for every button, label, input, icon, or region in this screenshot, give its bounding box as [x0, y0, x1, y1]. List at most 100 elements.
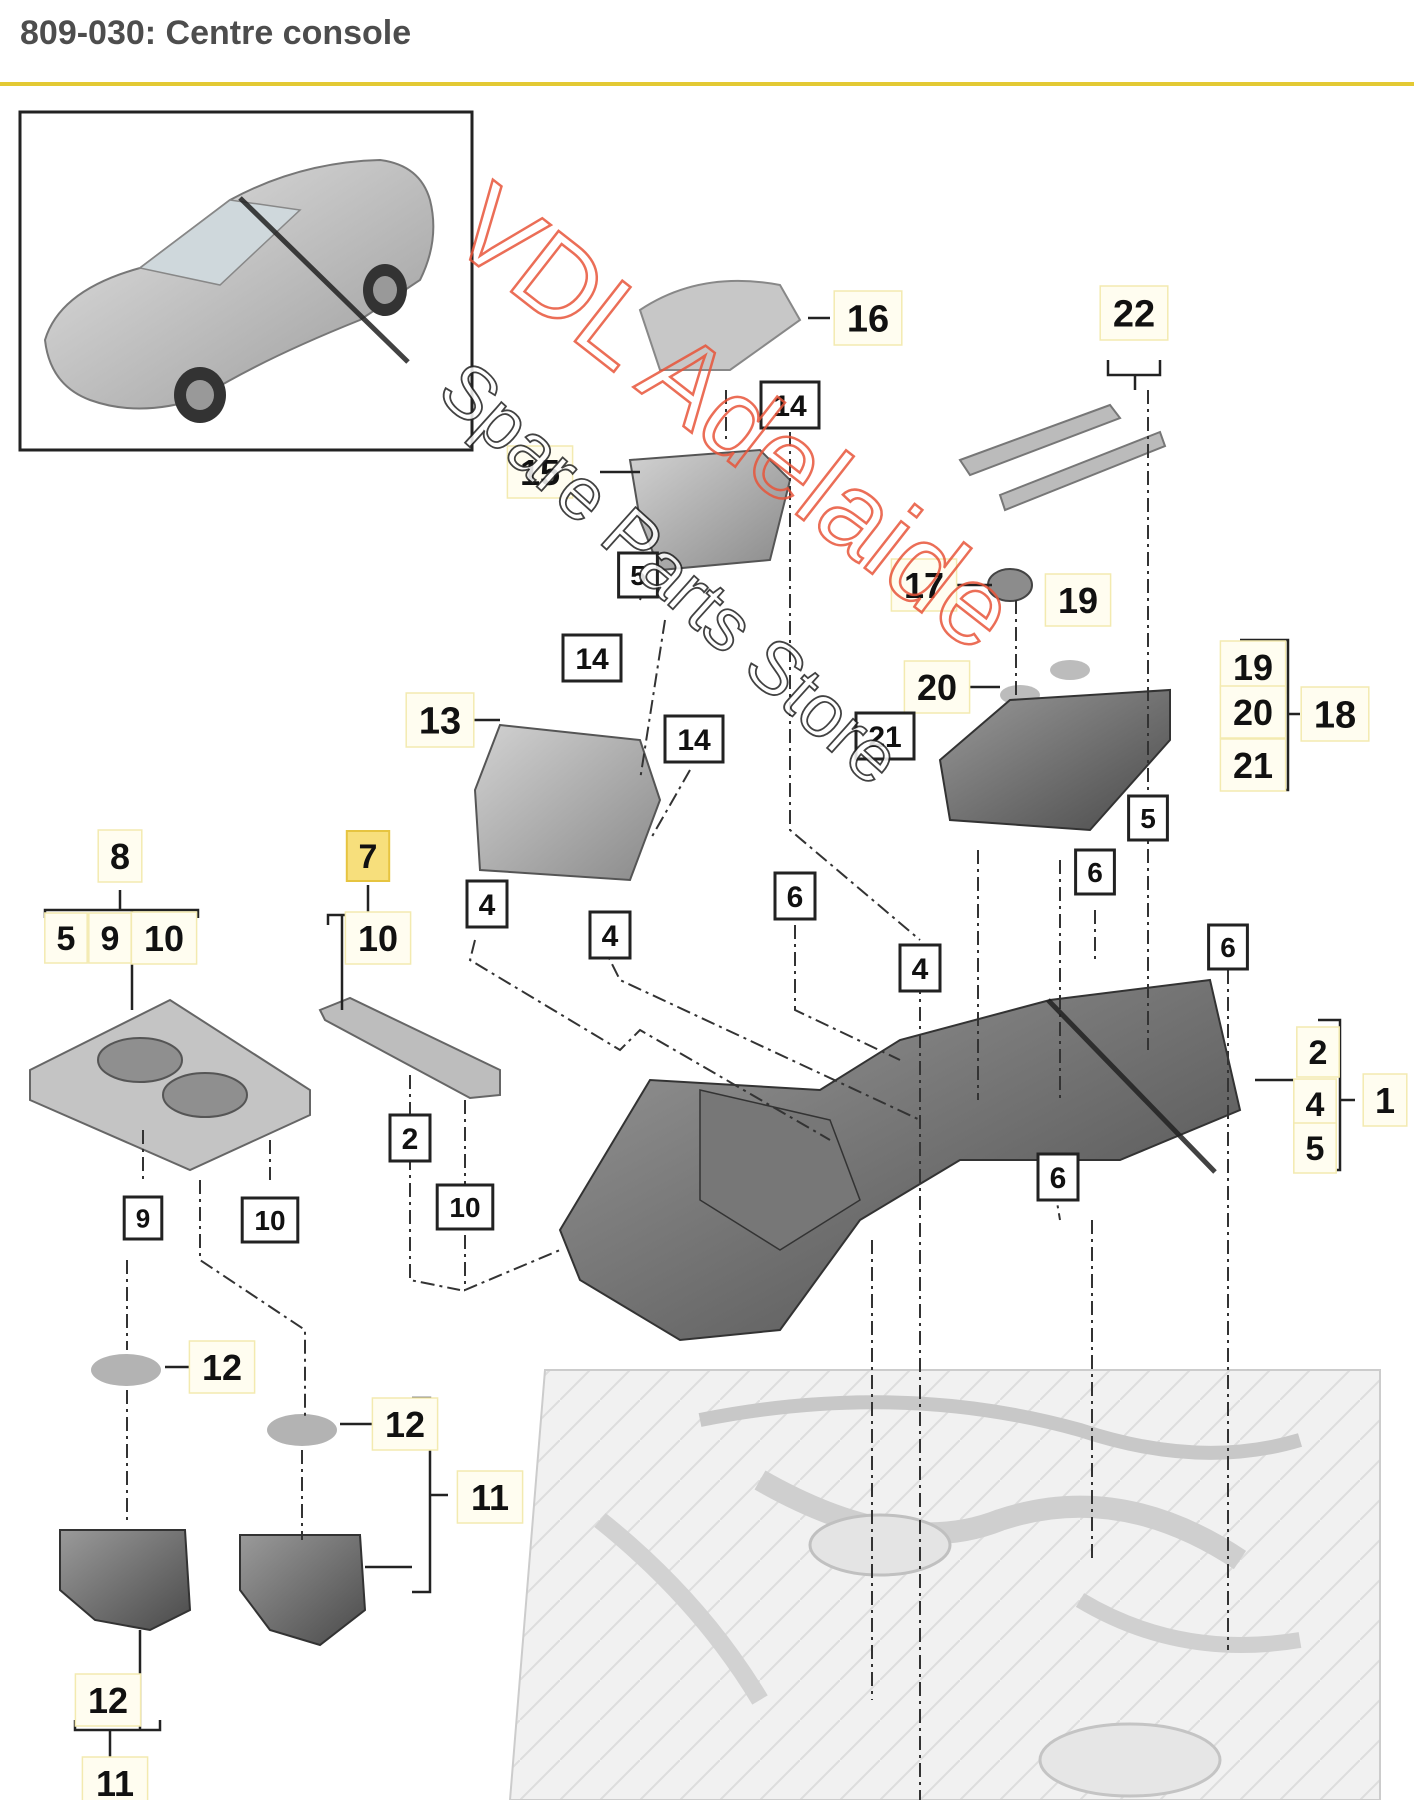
callout-11-c11a: 11: [456, 1470, 524, 1524]
callout-backdrop: [1219, 640, 1287, 694]
callout-number: 2: [402, 1123, 419, 1156]
callout-backdrop: [903, 660, 971, 714]
callout-6-c6c: 6: [773, 871, 817, 921]
callout-number: 14: [773, 390, 807, 423]
callout-box: [345, 830, 391, 882]
callout-number: 19: [1233, 647, 1273, 688]
callout-backdrop: [890, 558, 958, 612]
callout-number: 10: [449, 1192, 480, 1223]
callout-backdrop: [1300, 686, 1370, 742]
callout-10-c10c: 10: [435, 1183, 495, 1231]
callout-number: 2: [1309, 1034, 1328, 1072]
callout-number: 10: [358, 918, 398, 959]
callout-backdrop: [405, 692, 475, 748]
callout-15-c15: 15: [506, 445, 574, 499]
header-rule: [0, 82, 1414, 86]
callout-19-c19b: 19: [1219, 640, 1287, 694]
callout-2-c2b: 2: [388, 1113, 432, 1163]
callout-5-c5a: 5: [617, 551, 659, 599]
callout-backdrop: [188, 1340, 256, 1394]
callout-number: 14: [677, 724, 711, 757]
callout-number: 5: [630, 560, 646, 591]
callout-number: 14: [575, 643, 609, 676]
callout-number: 11: [471, 1477, 509, 1518]
callout-4-c4c: 4: [898, 943, 942, 993]
callout-12-c12a: 12: [188, 1340, 256, 1394]
callout-14-c14c: 14: [663, 714, 725, 764]
callout-box: [435, 1183, 495, 1231]
callout-22-c22: 22: [1099, 285, 1169, 341]
callout-box: [561, 633, 623, 683]
callout-number: 16: [847, 299, 889, 341]
callout-20-c20b: 20: [1219, 685, 1287, 739]
callout-6-c6a: 6: [1074, 848, 1116, 896]
callout-10-c10d: 10: [240, 1196, 300, 1244]
page-title: 809-030: Centre console: [20, 14, 412, 52]
callout-backdrop: [1219, 685, 1287, 739]
callout-backdrop: [97, 829, 143, 883]
callout-number: 1: [1375, 1080, 1395, 1121]
callout-backdrop: [1044, 573, 1112, 627]
callout-box: [854, 711, 916, 761]
callout-number: 20: [1233, 692, 1273, 733]
callout-number: 4: [602, 920, 619, 953]
callout-16-c16: 16: [833, 290, 903, 346]
callout-box: [773, 871, 817, 921]
callout-number: 10: [144, 918, 184, 959]
callout-20-c20a: 20: [903, 660, 971, 714]
callout-box: [388, 1113, 432, 1163]
callout-2-c2a: 2: [1296, 1026, 1340, 1078]
callout-number: 11: [96, 1763, 134, 1800]
callout-backdrop: [1362, 1073, 1408, 1127]
callout-12-c12b: 12: [371, 1397, 439, 1451]
callout-number: 19: [1058, 580, 1098, 621]
callout-number: 5: [1306, 1130, 1325, 1168]
callout-14-c14b: 14: [561, 633, 623, 683]
callout-backdrop: [344, 911, 412, 965]
callout-number: 15: [520, 452, 560, 493]
callout-number: 10: [254, 1205, 285, 1236]
callout-box: [617, 551, 659, 599]
callout-number: 6: [1050, 1162, 1067, 1195]
callout-box: [1036, 1152, 1080, 1202]
callout-number: 9: [101, 920, 120, 958]
callout-backdrop: [506, 445, 574, 499]
callout-11-c11b: 11: [81, 1756, 149, 1800]
callout-number: 21: [868, 721, 901, 754]
callout-backdrop: [44, 912, 88, 964]
callout-14-c14a: 14: [759, 380, 821, 430]
callout-17-c17: 17: [890, 558, 958, 612]
vehicle-floor-illustration: [508, 1369, 1381, 1800]
callout-backdrop: [371, 1397, 439, 1451]
callout-number: 4: [912, 953, 929, 986]
callout-number: 6: [1220, 932, 1236, 963]
callout-box: [122, 1195, 164, 1241]
callout-box: [759, 380, 821, 430]
part-illustrations: [29, 279, 1242, 1647]
callout-10-c10b: 10: [344, 911, 412, 965]
callout-box: [1207, 923, 1249, 971]
callout-number: 12: [385, 1404, 425, 1445]
callout-21-c21a: 21: [854, 711, 916, 761]
callout-number: 18: [1314, 695, 1356, 737]
callout-5-c5d: 5: [1293, 1122, 1337, 1174]
callout-1-c1: 1: [1362, 1073, 1408, 1127]
callout-7-c7: 7: [345, 830, 391, 882]
callout-box: [465, 879, 509, 929]
callout-6-c6b: 6: [1207, 923, 1249, 971]
callout-number: 21: [1233, 745, 1273, 786]
callout-box: [240, 1196, 300, 1244]
callout-10-c10a: 10: [130, 911, 198, 965]
callout-number: 17: [904, 565, 944, 606]
page-header: 809-030: Centre console: [0, 0, 1414, 86]
callout-8-c8: 8: [97, 829, 143, 883]
callout-box: [663, 714, 725, 764]
callout-number: 20: [917, 667, 957, 708]
callout-backdrop: [1099, 285, 1169, 341]
callout-12-c12c: 12: [74, 1673, 142, 1727]
callout-6-c6d: 6: [1036, 1152, 1080, 1202]
callout-4-c4d: 4: [1293, 1078, 1337, 1130]
callout-backdrop: [74, 1673, 142, 1727]
callout-number: 4: [479, 889, 496, 922]
